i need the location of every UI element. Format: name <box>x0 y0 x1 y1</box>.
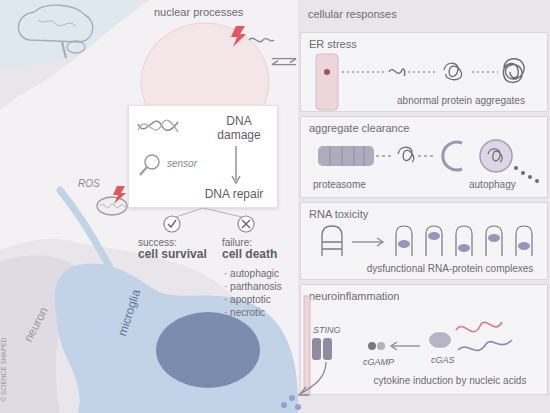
connector-line <box>272 64 296 65</box>
process-title: DNA repair <box>194 188 274 202</box>
response-panel: RNA toxicity dysfunctional RNA-protein co… <box>300 202 548 280</box>
molecule-name: cGAMP <box>363 357 413 367</box>
panel-caption: abnormal protein aggregates <box>381 95 541 107</box>
panel-caption: cytokine induction by nucleic acids <box>357 375 543 387</box>
arrow-head <box>272 61 278 65</box>
panel-caption: dysfunctional RNA-protein complexes <box>357 263 543 275</box>
responses-column: cellular responses ER stress abnormal prot… <box>298 0 550 413</box>
brain-gyri <box>38 20 76 26</box>
brainstem-icon <box>62 42 66 58</box>
panel-title: ER stress <box>309 38 509 51</box>
process-box: DNA damage sensorDNA repair <box>128 105 278 208</box>
connector-line <box>272 58 296 59</box>
outcome-tag: success: <box>138 237 177 249</box>
check-mark <box>168 220 176 227</box>
outcome-tag: failure: <box>222 237 252 249</box>
panel-title: RNA toxicity <box>309 208 509 221</box>
cytokine-dot <box>281 402 287 408</box>
arrow-head <box>290 59 296 63</box>
success-circle <box>164 216 180 232</box>
panel-title: neuroinflammation <box>309 290 509 303</box>
molecule-name: cGAS <box>431 355 471 365</box>
neuron-body <box>0 0 298 413</box>
icon-caption: proteasome <box>313 179 393 191</box>
cerebellum-icon <box>67 41 85 53</box>
cross-mark <box>242 220 250 228</box>
icon-caption: autophagy <box>469 179 539 191</box>
watermark: © SCIENCE SHAPED <box>0 338 7 402</box>
list-item: · necrotic <box>224 307 265 319</box>
outcome-title: cell death <box>222 248 277 262</box>
microglia-process <box>60 190 110 268</box>
icon-caption: sensor <box>167 158 217 170</box>
region-title: cellular responses <box>308 8 508 21</box>
brain-icon <box>18 5 92 42</box>
microglia-nucleus <box>156 312 260 388</box>
failure-circle <box>238 216 254 232</box>
list-item: · apoptotic <box>224 294 271 306</box>
list-item: · parthanosis <box>224 281 282 293</box>
ros-bolt <box>113 186 126 204</box>
molecule-name: STING <box>313 325 353 335</box>
region-title: nuclear processes <box>154 6 294 19</box>
exchange-arrow <box>272 59 296 65</box>
process-title: DNA damage <box>209 115 269 143</box>
dna-fragment <box>249 38 274 41</box>
cytokine-dot <box>295 404 301 410</box>
outcome-title: cell survival <box>138 248 207 262</box>
response-panel: ER stress abnormal protein aggregates <box>300 32 548 112</box>
response-panel: neuroinflammationSTING cGAMP cGAS cytokine … <box>300 284 548 395</box>
response-panel: aggregate clearance proteasome autophagy <box>300 116 548 198</box>
panel-title: aggregate clearance <box>309 122 509 135</box>
outcome-branch <box>176 208 242 217</box>
microglia-cell <box>55 263 298 413</box>
mitochondrion <box>97 197 127 215</box>
list-item: · autophagic <box>224 268 279 280</box>
cytokine-dot <box>289 395 295 401</box>
molecule-name: ROS <box>78 178 100 190</box>
mito-cristae <box>100 204 126 207</box>
